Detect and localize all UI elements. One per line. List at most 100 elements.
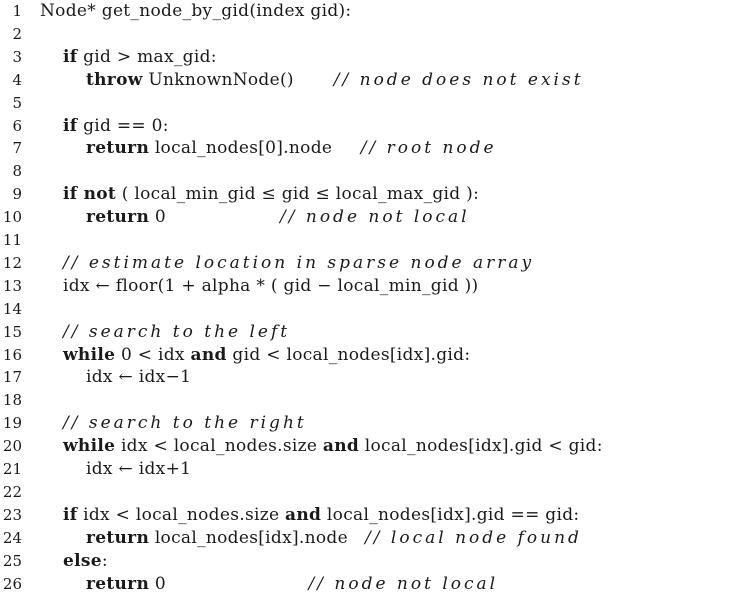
code-line: 23 if idx < local_nodes.size and local_no… — [0, 504, 742, 526]
line-number: 14 — [2, 299, 22, 318]
code-line: 7 return local_nodes[0].node // root node — [0, 137, 742, 159]
code-line: 12 // estimate location in sparse node ar… — [0, 252, 742, 274]
line-number: 12 — [2, 253, 22, 272]
line-number: 25 — [2, 551, 22, 570]
code-line: 15 // search to the left — [0, 321, 742, 343]
line-number: 5 — [12, 93, 22, 112]
comment: // node not local — [280, 207, 470, 228]
code-line: 14 — [0, 298, 742, 320]
code-line: 18 — [0, 389, 742, 411]
line-number: 19 — [2, 414, 22, 433]
line-number: 23 — [2, 505, 22, 524]
code-token: 0 — [149, 573, 309, 594]
line-number: 6 — [12, 116, 22, 135]
keyword: if not — [63, 184, 117, 205]
keyword: if — [63, 504, 78, 525]
code-token: gid < local_nodes[idx].gid: — [226, 344, 471, 365]
code-text: if idx < local_nodes.size and local_node… — [63, 504, 579, 526]
code-text: return local_nodes[0].node // root node — [86, 137, 497, 159]
code-line: 20 while idx < local_nodes.size and local… — [0, 435, 742, 457]
keyword: if — [63, 46, 78, 67]
line-number: 3 — [12, 47, 22, 66]
code-text: return local_nodes[idx].node // local no… — [86, 527, 582, 549]
comment: // node does not exist — [333, 69, 584, 90]
code-text: // estimate location in sparse node arra… — [63, 252, 534, 274]
code-token: idx ← idx+1 — [86, 459, 192, 479]
keyword: return — [86, 207, 150, 228]
code-token: idx ← idx−1 — [86, 367, 192, 388]
code-token: 0 — [149, 207, 281, 228]
code-text: throw UnknownNode() // node does not exi… — [86, 69, 584, 91]
line-number: 10 — [2, 208, 22, 227]
keyword: return — [86, 527, 150, 548]
line-number: 15 — [2, 322, 22, 341]
code-token: : — [101, 550, 108, 571]
keyword: else — [63, 550, 102, 571]
code-token: gid > max_gid: — [77, 46, 217, 67]
code-text: while idx < local_nodes.size and local_n… — [63, 435, 603, 457]
code-line: 22 — [0, 481, 742, 503]
line-number: 2 — [12, 24, 22, 43]
line-number: 20 — [2, 437, 22, 456]
code-line: 24 return local_nodes[idx].node // local … — [0, 527, 742, 549]
code-line: 19 // search to the right — [0, 412, 742, 434]
comment: // search to the right — [63, 413, 307, 434]
code-token: 0 < idx — [115, 344, 191, 365]
code-line: 9 if not ( local_min_gid ≤ gid ≤ local_ma… — [0, 183, 742, 205]
code-text: while 0 < idx and gid < local_nodes[idx]… — [63, 344, 470, 366]
comment: // estimate location in sparse node arra… — [63, 252, 535, 273]
code-token: idx < local_nodes.size — [115, 436, 323, 457]
code-text: // search to the left — [63, 321, 290, 343]
keyword: throw — [86, 69, 143, 90]
line-number: 26 — [2, 574, 22, 593]
code-text: return 0 // node not local — [86, 573, 498, 595]
code-text: if gid == 0: — [63, 115, 169, 137]
code-line: 8 — [0, 160, 742, 182]
code-line: 16 while 0 < idx and gid < local_nodes[id… — [0, 344, 742, 366]
line-number: 21 — [2, 460, 22, 478]
keyword: and — [322, 436, 360, 457]
code-token: ( local_min_gid ≤ gid ≤ local_max_gid ): — [116, 184, 480, 205]
code-text: // search to the right — [63, 412, 307, 434]
line-number: 13 — [2, 276, 22, 295]
code-line: 25 else: — [0, 550, 742, 572]
code-line: 2 — [0, 23, 742, 45]
comment: // local node found — [365, 527, 582, 548]
line-number: 18 — [2, 391, 22, 410]
code-line: 26 return 0 // node not local — [0, 573, 742, 595]
code-token: local_nodes[idx].gid == gid: — [321, 504, 580, 525]
code-token: idx < local_nodes.size — [77, 504, 286, 525]
line-number: 17 — [2, 368, 22, 387]
code-line: 21 idx ← idx+1 — [0, 458, 742, 480]
code-line: 13 idx ← floor(1 + alpha * ( gid − local_… — [0, 275, 742, 297]
keyword: while — [63, 344, 116, 365]
code-line: 11 — [0, 229, 742, 251]
line-number: 16 — [2, 345, 22, 364]
code-line: 17 idx ← idx−1 — [0, 366, 742, 388]
keyword: return — [86, 138, 150, 159]
line-number: 8 — [12, 162, 22, 181]
comment: // search to the left — [63, 321, 291, 342]
line-number: 9 — [12, 185, 22, 204]
line-number: 24 — [2, 528, 22, 547]
code-token: local_nodes[0].node — [149, 138, 361, 159]
keyword: if — [63, 115, 78, 136]
line-number: 7 — [12, 139, 22, 158]
code-token: idx ← floor(1 + alpha * ( gid − local_mi… — [63, 275, 479, 296]
code-line: 5 — [0, 92, 742, 114]
keyword: while — [63, 436, 116, 457]
code-line: 3 if gid > max_gid: — [0, 46, 742, 68]
code-text: idx ← floor(1 + alpha * ( gid − local_mi… — [63, 275, 478, 297]
code-line: 6 if gid == 0: — [0, 115, 742, 137]
keyword: and — [285, 504, 322, 525]
code-token: UnknownNode() — [142, 69, 334, 90]
line-number: 22 — [2, 482, 22, 501]
keyword: return — [86, 573, 150, 594]
code-token: Node* get_node_by_gid(index gid): — [40, 1, 352, 21]
comment: // node not local — [308, 573, 499, 594]
code-token: gid == 0: — [77, 115, 169, 136]
code-token: local_nodes[idx].node — [149, 527, 366, 548]
code-text: return 0 // node not local — [86, 206, 470, 228]
